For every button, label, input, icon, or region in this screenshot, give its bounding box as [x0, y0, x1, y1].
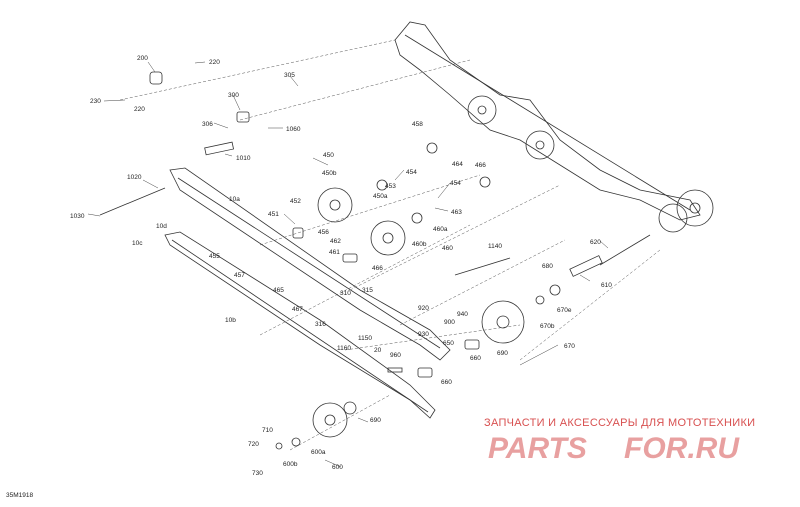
part-label: 453 — [385, 183, 396, 190]
part-label: 620 — [590, 239, 601, 246]
part-label: 450 — [323, 152, 334, 159]
part-label: 456 — [318, 229, 329, 236]
part-label: 680 — [542, 263, 553, 270]
axis-lines — [119, 39, 661, 451]
part-label: 930 — [418, 331, 429, 338]
sprocket-600 — [312, 402, 348, 438]
part-label: 960 — [390, 352, 401, 359]
part-label: 600b — [283, 461, 298, 468]
part-label: 1140 — [488, 243, 502, 250]
part-label: 200 — [137, 55, 148, 62]
part-label: 670e — [557, 307, 572, 314]
part-label: 463 — [451, 209, 462, 216]
part-label: 461 — [329, 249, 340, 256]
part-label: 220 — [134, 106, 145, 113]
part-label: 650 — [443, 340, 454, 347]
part-label: 454 — [406, 169, 417, 176]
part-label: 457 — [234, 272, 245, 279]
part-label: 460 — [442, 245, 453, 252]
part-label: 660 — [441, 379, 452, 386]
part-label: 720 — [248, 441, 259, 448]
part-label: 710 — [262, 427, 273, 434]
part-label: 600a — [311, 449, 326, 456]
drawing-code: 35M1918 — [6, 492, 33, 499]
part-label: 230 — [90, 98, 101, 105]
part-label: 690 — [370, 417, 381, 424]
part-label: 1010 — [236, 155, 251, 162]
part-label: 460a — [433, 226, 448, 233]
part-label: 451 — [268, 211, 279, 218]
part-label: 20 — [374, 347, 382, 354]
part-label: 452 — [290, 198, 301, 205]
sprocket-460 — [370, 220, 406, 256]
part-label: 670 — [564, 343, 575, 350]
part-label: 464 — [452, 161, 463, 168]
part-label: 450a — [373, 193, 388, 200]
watermark-tagline: ЗАПЧАСТИ И АКСЕССУАРЫ ДЛЯ МОТОТЕХНИКИ — [484, 417, 755, 429]
part-label: 220 — [209, 59, 220, 66]
part-label: 300 — [228, 92, 239, 99]
part-label: 458 — [412, 121, 423, 128]
part-label: 460b — [412, 241, 427, 248]
part-label: 660 — [470, 355, 481, 362]
watermark: ЗАПЧАСТИ И АКСЕССУАРЫ ДЛЯ МОТОТЕХНИКИ PA… — [484, 417, 755, 465]
sprocket-450 — [317, 187, 353, 223]
part-label: 455 — [209, 253, 220, 260]
leader-lines — [87, 61, 609, 468]
right-rail — [394, 21, 714, 233]
part-label: 467 — [292, 306, 303, 313]
part-label: 10c — [132, 240, 143, 247]
watermark-brand-left: PARTS — [488, 432, 587, 465]
part-label: 1160 — [337, 345, 351, 352]
part-label: 920 — [418, 305, 429, 312]
part-label: 305 — [284, 72, 295, 79]
part-label: 316 — [315, 321, 326, 328]
sprocket-690 — [481, 300, 525, 344]
part-label: 670b — [540, 323, 555, 330]
part-label: 1060 — [286, 126, 301, 133]
part-label: 1150 — [358, 335, 372, 342]
watermark-brand-right: FOR.RU — [624, 432, 740, 465]
part-label: 610 — [601, 282, 612, 289]
part-label: 730 — [252, 470, 263, 477]
part-label: 10d — [156, 223, 167, 230]
shafts — [99, 141, 651, 277]
part-label: 10b — [225, 317, 236, 324]
part-label: 10a — [229, 196, 240, 203]
part-label: 315 — [362, 287, 373, 294]
part-label: 454 — [450, 180, 461, 187]
part-labels: 200 220 230 220 305 300 306 1060 1010 1020 1030 10a… — [70, 55, 612, 477]
part-label: 1020 — [127, 174, 142, 181]
part-label: 940 — [457, 311, 468, 318]
part-label: 466 — [475, 162, 486, 169]
part-label: 465 — [273, 287, 284, 294]
part-label: 450b — [322, 170, 337, 177]
part-label: 466 — [372, 265, 383, 272]
left-rail-10a — [169, 167, 451, 361]
part-label: 600 — [332, 464, 343, 471]
left-rail-10b — [164, 231, 436, 419]
part-label: 310 — [340, 290, 351, 297]
part-label: 900 — [444, 319, 455, 326]
part-label: 306 — [202, 121, 213, 128]
small-hardware — [149, 71, 561, 450]
part-label: 462 — [330, 238, 341, 245]
part-label: 690 — [497, 350, 508, 357]
part-label: 1030 — [70, 213, 85, 220]
